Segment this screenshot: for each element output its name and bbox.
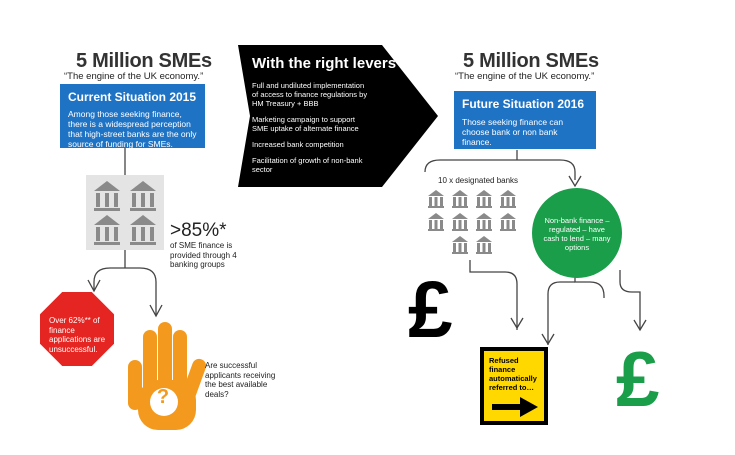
- bank-icons-group: [94, 181, 156, 245]
- bank-icon: [130, 215, 156, 245]
- non-bank-finance-text: Non-bank finance – regulated – have cash…: [543, 216, 611, 252]
- pound-sign-black: £: [408, 265, 453, 354]
- designated-bank-icons: [428, 190, 516, 254]
- current-situation-heading: Current Situation 2015: [68, 90, 197, 104]
- stat-big-percentage: >85%*: [170, 220, 227, 241]
- pound-sign-green: £: [616, 335, 660, 423]
- future-situation-body: Those seeking finance can choose bank or…: [462, 117, 564, 147]
- refused-finance-text: Refused finance automatically referred t…: [489, 356, 537, 392]
- hand-stop-icon: [128, 322, 207, 430]
- refused-finance-sign: Refused finance automatically referred t…: [480, 347, 548, 425]
- right-arrow-icon: [492, 397, 538, 417]
- bank-icon: [500, 190, 516, 208]
- bank-icon: [476, 190, 492, 208]
- bank-icon: [452, 190, 468, 208]
- bank-icon: [476, 236, 492, 254]
- right-tagline: “The engine of the UK economy.”: [455, 71, 595, 82]
- bank-icon: [452, 236, 468, 254]
- non-bank-finance-circle: Non-bank finance – regulated – have cash…: [532, 188, 622, 278]
- question-text: Are successful applicants receiving the …: [205, 361, 276, 399]
- levers-item: Increased bank competition: [252, 140, 344, 149]
- current-situation-body: Among those seeking finance, there is a …: [68, 109, 197, 149]
- bank-icon: [94, 215, 120, 245]
- bank-icon: [94, 181, 120, 211]
- bank-icon: [476, 213, 492, 231]
- current-situation-box: Current Situation 2015 Among those seeki…: [60, 84, 205, 149]
- bank-icon: [452, 213, 468, 231]
- bank-icon: [500, 213, 516, 231]
- bank-icon: [130, 181, 156, 211]
- levers-item: Facilitation of growth of non-bank secto…: [252, 156, 363, 174]
- stat-description: of SME finance is provided through 4 ban…: [170, 241, 237, 269]
- future-situation-box: Future Situation 2016 Those seeking fina…: [454, 91, 596, 149]
- left-title: 5 Million SMEs: [76, 50, 212, 72]
- octagon-stop-sign: Over 62%** of finance applications are u…: [40, 292, 114, 366]
- stop-sign-text: Over 62%** of finance applications are u…: [49, 316, 106, 354]
- levers-item: Full and undiluted implementation of acc…: [252, 81, 368, 108]
- designated-banks-label: 10 x designated banks: [438, 176, 519, 185]
- bank-icon: [428, 190, 444, 208]
- levers-item: Marketing campaign to support SME uptake…: [252, 115, 359, 133]
- right-title: 5 Million SMEs: [463, 50, 599, 72]
- bank-icon: [428, 213, 444, 231]
- banks-panel: [86, 175, 164, 250]
- question-mark-glyph: ?: [156, 386, 170, 408]
- future-situation-heading: Future Situation 2016: [462, 97, 585, 111]
- left-tagline: “The engine of the UK economy.”: [64, 71, 204, 82]
- levers-heading: With the right levers: [252, 55, 397, 72]
- levers-list: Full and undiluted implementation of acc…: [252, 74, 370, 174]
